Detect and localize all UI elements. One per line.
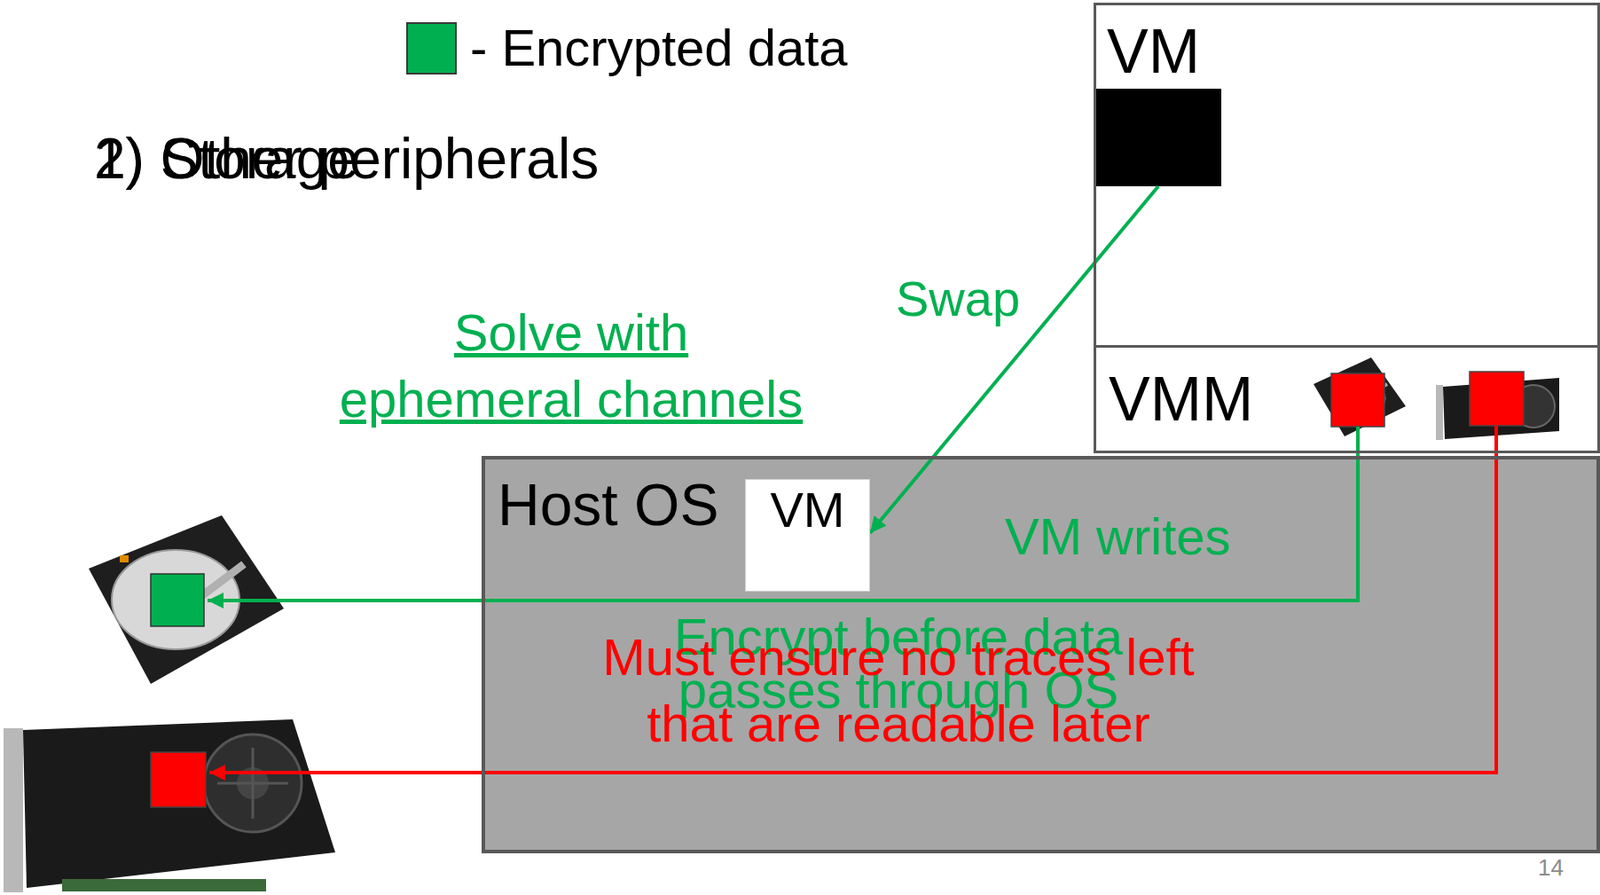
small-hard-disk [1313,357,1406,437]
node-label: VM [1106,15,1200,88]
section-heading: 2) Other peripherals [94,126,599,193]
edge-label: Swap [895,270,1020,328]
label-box: 2) Other peripherals [94,126,599,193]
solution-note: Solve with ephemeral channels [339,303,803,428]
host-os-fill [481,455,1600,854]
node-label: VMM [1108,363,1254,436]
node-label: Host OS [497,471,719,540]
gpu-card [3,719,336,893]
guest-vm-box: VM [745,478,871,592]
unencrypted-block [1331,373,1385,427]
edge-label-box: Swap [895,270,1020,328]
unencrypted-block [150,752,206,808]
encrypted-block [150,573,204,627]
unencrypted-block [1469,371,1524,426]
redacted-block [1096,88,1222,187]
label-box: 14 [1537,854,1564,882]
swap-arrow [870,186,1159,534]
legend-entry: - Encrypted data [470,18,848,79]
vmm-box: VMM [1093,345,1600,454]
label-box: VM writes [1004,507,1232,567]
page-number: 14 [1537,854,1564,882]
vm-box: VM [1093,2,1600,348]
label-box: Solve with ephemeral channels [331,298,811,432]
node-label: VM [770,481,846,539]
legend-swatch [406,22,457,75]
flow-note: VM writes [1004,507,1232,567]
peripheral-wire [209,425,1497,773]
legend-text: - Encrypted data [470,18,848,79]
